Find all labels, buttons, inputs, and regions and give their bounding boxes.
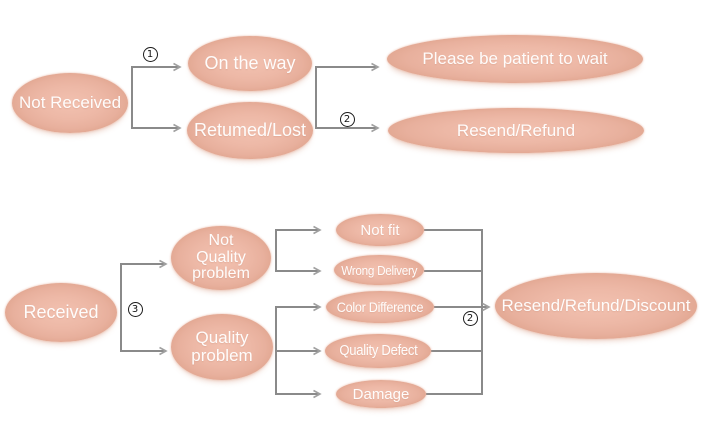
step-badge-2-top: 2 [339,111,355,127]
node-label: Resend/Refund [456,120,576,140]
node-label: Received [23,302,99,322]
node-resend-refund: Resend/Refund [388,108,644,153]
node-label: Damage [352,385,410,403]
node-label: Not Quality problem [192,231,250,283]
node-color-difference: Color Difference [326,291,434,323]
node-label: Quality problem [191,327,253,365]
badge-number: 1 [146,48,154,60]
node-on-the-way: On the way [188,36,312,91]
node-damage: Damage [336,380,426,408]
node-label: Wrong Delivery [341,262,417,278]
node-resend-refund-discount: Resend/Refund/Discount [495,273,697,339]
node-label: Please be patient to wait [422,49,608,68]
node-label: Resend/Refund/Discount [501,296,691,315]
node-returned-lost: Retumed/Lost [187,102,313,159]
node-not-fit: Not fit [336,214,424,246]
node-label: Retumed/Lost [193,120,307,140]
badge-number: 2 [343,113,351,125]
node-label: On the way [204,53,296,73]
badge-number: 2 [466,312,474,324]
node-please-be-patient: Please be patient to wait [387,35,643,83]
step-badge-2-bottom: 2 [462,310,478,326]
node-not-received: Not Received [12,73,128,133]
node-label: Not fit [360,221,400,239]
node-wrong-delivery: Wrong Delivery [334,255,424,285]
badge-number: 3 [131,303,139,315]
node-received: Received [5,283,117,342]
step-badge-1: 1 [142,46,158,62]
step-badge-3: 3 [127,301,143,317]
node-label: Color Difference [336,299,424,315]
node-quality-defect: Quality Defect [325,334,431,368]
node-label: Not Received [18,93,122,112]
node-label: Quality Defect [338,343,418,359]
node-not-quality-problem: Not Quality problem [171,226,271,290]
node-quality-problem: Quality problem [171,314,273,380]
